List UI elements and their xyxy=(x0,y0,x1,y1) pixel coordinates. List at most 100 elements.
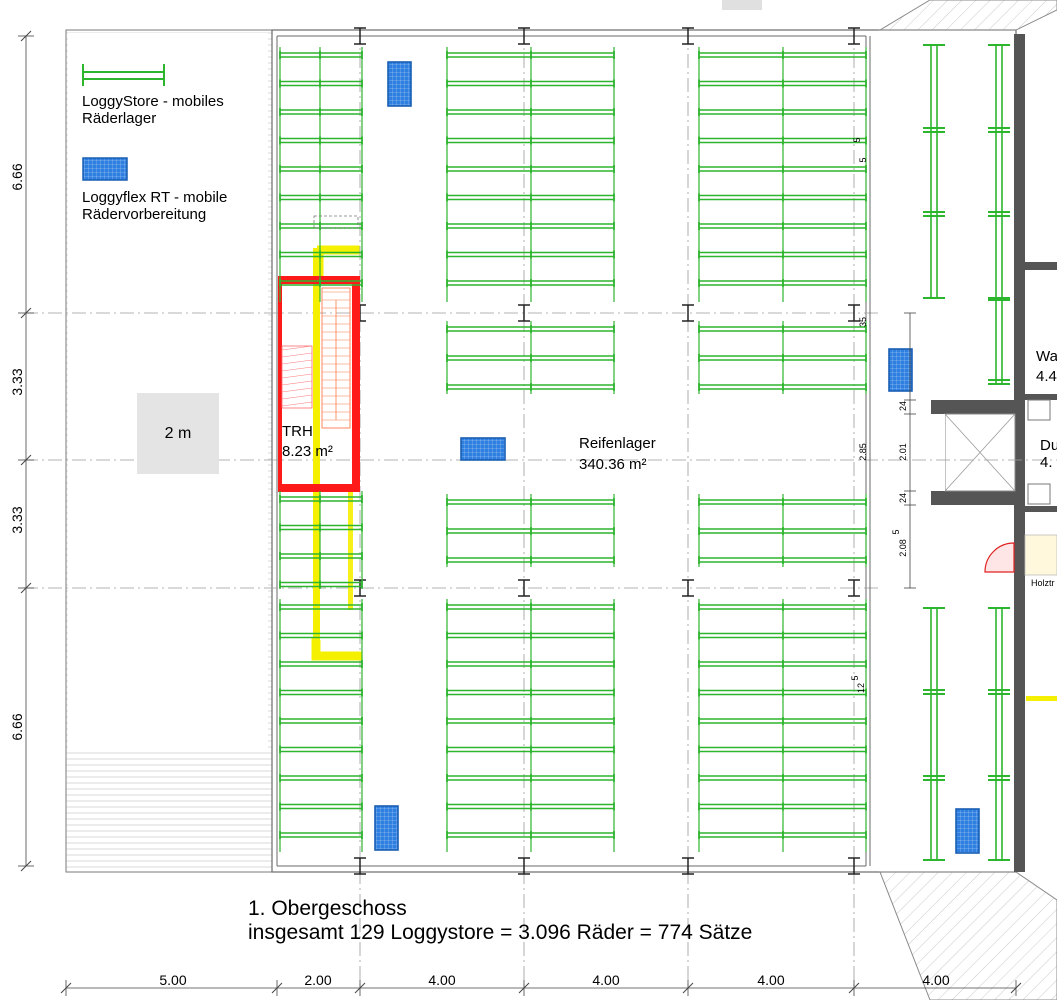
loggystore-rack xyxy=(279,660,363,668)
loggystore-rack xyxy=(446,354,615,362)
racks-mid-lower xyxy=(446,494,615,567)
dim-left-2: 3.33 xyxy=(9,368,25,395)
box-2m xyxy=(137,393,219,474)
loggystore-rack xyxy=(279,136,363,145)
dim-bottom-3: 4.00 xyxy=(428,972,455,988)
loggystore-rack xyxy=(446,383,615,391)
loggystore-rack xyxy=(446,831,615,839)
loggystore-rack xyxy=(698,193,867,202)
loggystore-rack xyxy=(698,527,867,535)
loggystore-rack-vertical xyxy=(988,297,1010,385)
loggyflex-station xyxy=(460,437,506,461)
room-wa: Wa xyxy=(1036,348,1057,365)
column xyxy=(518,304,530,322)
loggystore-rack xyxy=(446,745,615,754)
loggystore-rack xyxy=(279,108,363,116)
loggystore-rack xyxy=(279,250,363,259)
loggyflex-station xyxy=(888,348,913,392)
legend-box xyxy=(68,33,268,748)
loggystore-rack xyxy=(698,354,867,362)
loggystore-rack xyxy=(698,660,867,668)
loggystore-rack xyxy=(446,498,615,506)
dim-inner-35: 35 xyxy=(858,317,868,327)
loggystore-rack xyxy=(279,717,363,725)
left-dimension-chain xyxy=(18,30,34,872)
dim-inner-24b: 24 xyxy=(898,493,908,503)
column xyxy=(848,304,860,322)
loggystore-rack xyxy=(698,136,867,145)
room-main-name: Reifenlager xyxy=(579,435,656,452)
room-trh-name: TRH xyxy=(282,423,313,440)
dim-inner-208-sup: 5 xyxy=(891,529,901,534)
legend-loggystore-line1: LoggyStore - mobiles xyxy=(82,93,224,110)
loggystore-rack xyxy=(698,279,867,287)
racks-left-bottom xyxy=(279,599,363,852)
corner-hatch-top xyxy=(878,0,1057,31)
loggystore-rack xyxy=(698,51,867,59)
column xyxy=(848,857,860,875)
dim-bottom-2: 2.00 xyxy=(304,972,331,988)
loggyflex-station xyxy=(955,808,980,854)
loggystore-rack xyxy=(698,325,867,333)
racks-mid-bottom xyxy=(446,599,615,852)
loggystore-rack xyxy=(698,498,867,506)
column xyxy=(848,27,860,45)
column xyxy=(682,304,694,322)
column xyxy=(682,857,694,875)
room-wa-area: 4.4 xyxy=(1036,368,1057,385)
loggystore-rack xyxy=(446,774,615,782)
rack-placeholder xyxy=(313,215,359,229)
loggystore-rack-vertical xyxy=(988,607,1010,861)
dim-inner-208: 2.08 xyxy=(898,539,908,557)
dim-inner-12: 12 xyxy=(856,683,866,693)
column xyxy=(848,579,860,597)
loggystore-rack xyxy=(446,325,615,333)
loggystore-rack xyxy=(698,774,867,782)
dim-inner-201: 2.01 xyxy=(898,443,908,461)
loggystore-rack xyxy=(446,108,615,116)
racks-right-upper xyxy=(698,321,867,394)
legend-loggyflex-line1: Loggyflex RT - mobile xyxy=(82,189,227,206)
column xyxy=(682,27,694,45)
loggystore-rack xyxy=(698,222,867,230)
loggystore-rack xyxy=(446,51,615,59)
loggystore-rack xyxy=(279,580,363,589)
legend: LoggyStore - mobiles Räderlager Loggyfle… xyxy=(82,64,227,223)
loggystore-rack xyxy=(698,688,867,697)
loggystore-rack xyxy=(279,688,363,697)
loggystore-rack xyxy=(446,660,615,668)
loggystore-rack xyxy=(279,222,363,230)
dim-left-4: 6.66 xyxy=(9,713,25,740)
column xyxy=(518,857,530,875)
prep-layer xyxy=(374,61,980,854)
loggystore-rack xyxy=(279,774,363,782)
caption-summary: insgesamt 129 Loggystore = 3.096 Räder =… xyxy=(248,921,752,944)
loggystore-rack xyxy=(698,556,867,564)
loggystore-rack xyxy=(698,250,867,259)
inner-dimension-chain xyxy=(869,36,916,866)
loggystore-rack xyxy=(446,136,615,145)
loggystore-rack xyxy=(279,745,363,754)
lift-shaft xyxy=(931,400,1016,505)
dim-bottom-4: 4.00 xyxy=(592,972,619,988)
racks-right-top xyxy=(698,47,867,302)
loggystore-rack xyxy=(279,165,363,173)
legend-loggystore-line2: Räderlager xyxy=(82,110,156,127)
loggystore-rack xyxy=(446,603,615,611)
room-holz: Holztr xyxy=(1031,578,1055,588)
loggystore-rack xyxy=(279,79,363,88)
loggystore-rack xyxy=(698,802,867,811)
stair-core xyxy=(278,276,360,492)
racks-right-lower xyxy=(698,494,867,567)
loggystore-rack xyxy=(446,165,615,173)
bottom-dimension-chain xyxy=(60,980,1022,996)
loggystore-rack xyxy=(698,717,867,725)
dim-inner-285: 2.85 xyxy=(858,443,868,461)
loggystore-rack xyxy=(446,222,615,230)
loggystore-rack xyxy=(446,802,615,811)
loggystore-rack xyxy=(279,193,363,202)
dim-bottom-5: 4.00 xyxy=(757,972,784,988)
column xyxy=(518,579,530,597)
loggystore-rack xyxy=(279,631,363,640)
